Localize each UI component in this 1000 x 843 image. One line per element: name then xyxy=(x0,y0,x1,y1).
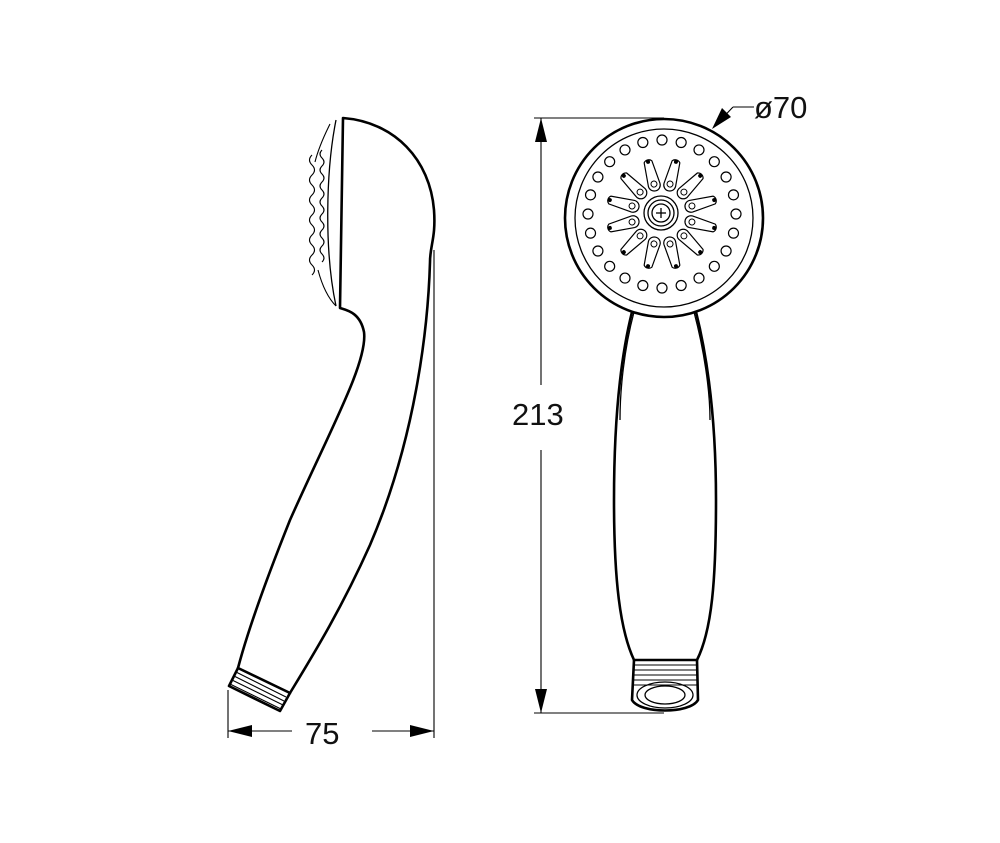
front-view-handle-inner-left xyxy=(619,311,635,421)
nozzle-teardrop xyxy=(684,215,717,233)
side-view-head-face-line xyxy=(327,119,337,307)
nozzle-outer xyxy=(582,208,594,220)
nozzle-outer xyxy=(637,136,649,149)
height-label: 213 xyxy=(512,397,564,432)
nozzle-teardrop xyxy=(676,172,704,200)
nozzle-teardrop xyxy=(684,195,717,213)
nozzle-outer xyxy=(720,171,732,183)
nozzle-outer xyxy=(592,171,604,183)
nozzle-outer xyxy=(675,136,687,149)
nozzle-teardrop xyxy=(620,172,648,200)
nozzle-outer xyxy=(619,272,631,284)
width-dimension: 75 xyxy=(227,250,435,751)
nozzle-outer xyxy=(584,189,597,201)
nozzle-outer xyxy=(604,156,616,168)
center-cap xyxy=(643,195,679,231)
nozzle-teardrop xyxy=(663,236,681,269)
nozzle-outer xyxy=(730,208,742,220)
nozzle-outer xyxy=(727,227,740,239)
nozzle-teardrop xyxy=(620,228,648,256)
diameter-arrow xyxy=(712,108,731,129)
nozzle-outer xyxy=(604,260,616,272)
diameter-dimension: ø70 xyxy=(712,90,807,129)
nozzle-outer xyxy=(619,144,631,156)
side-view xyxy=(227,116,436,713)
nozzle-outer xyxy=(693,272,705,284)
nozzle-teardrop xyxy=(663,159,681,192)
nozzle-outer xyxy=(592,245,604,257)
front-view-handle-outline xyxy=(612,310,718,662)
nozzle-outer xyxy=(693,144,705,156)
width-arrow-right xyxy=(410,725,434,737)
nozzle-outer xyxy=(727,189,740,201)
diameter-label: ø70 xyxy=(754,90,807,125)
front-view-handle-inner-right xyxy=(693,311,711,421)
front-view-head-outer xyxy=(563,117,765,319)
nozzle-outer xyxy=(637,279,649,292)
side-view-spray-nozzles xyxy=(308,123,337,307)
height-dimension: 213 xyxy=(512,117,664,714)
side-view-thread-connector xyxy=(227,666,292,713)
nozzle-outer xyxy=(584,227,597,239)
nozzle-outer xyxy=(708,156,720,168)
nozzle-outer xyxy=(708,260,720,272)
nozzle-teardrop xyxy=(676,228,704,256)
nozzle-teardrop xyxy=(607,195,640,213)
nozzle-teardrop xyxy=(643,159,661,192)
nozzle-outer xyxy=(675,279,687,292)
nozzle-outer xyxy=(656,282,668,294)
front-view xyxy=(563,117,765,712)
nozzle-outer xyxy=(656,134,668,146)
width-label: 75 xyxy=(305,716,339,751)
height-arrow-top xyxy=(535,118,547,142)
nozzle-teardrop xyxy=(607,215,640,233)
nozzle-teardrop xyxy=(643,236,661,269)
front-view-thread-connector xyxy=(630,658,700,712)
nozzle-outer xyxy=(720,245,732,257)
front-view-head-inner xyxy=(574,128,754,308)
height-arrow-bottom xyxy=(535,689,547,713)
side-view-body-outline xyxy=(236,116,436,695)
spray-nozzle-ring xyxy=(582,134,742,294)
width-arrow-left xyxy=(228,725,252,737)
